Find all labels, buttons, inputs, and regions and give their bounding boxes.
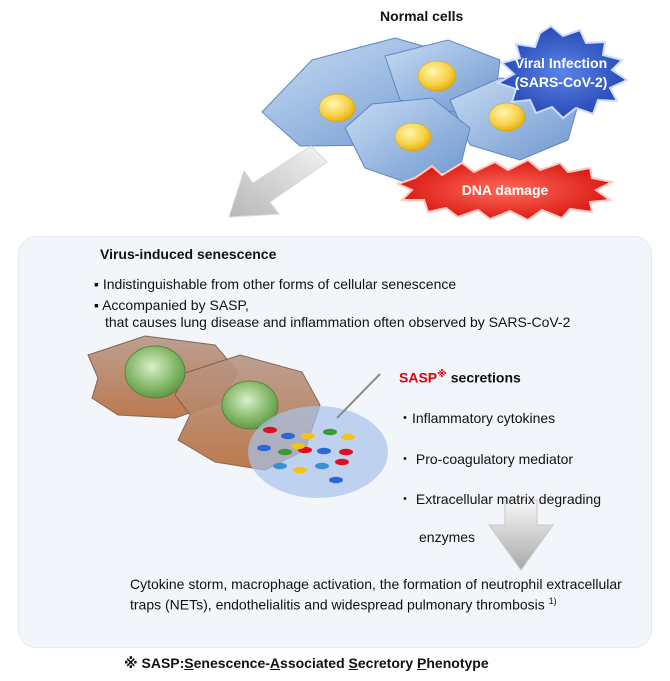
bullet-indistinguishable: ▪ Indistinguishable from other forms of … [94, 276, 456, 293]
cell-nucleus [417, 60, 457, 92]
sasp-vesicle [329, 476, 343, 484]
dna-damage-label: DNA damage [462, 182, 549, 198]
sasp-vesicle [323, 428, 337, 436]
secretion-item: ・ Extracellular matrix degrading [398, 491, 602, 507]
outcome-body: Cytokine storm, macrophage activation, t… [130, 576, 622, 613]
sasp-vesicle [301, 432, 315, 440]
bullet-marker: ▪ [94, 276, 103, 292]
cell-nucleus [318, 93, 356, 123]
transition-arrow [228, 145, 328, 218]
cell-nucleus [394, 122, 432, 152]
sasp-mark: ※ [437, 369, 447, 380]
sasp-vesicles [257, 426, 355, 484]
viral-infection-label: Viral Infection [515, 55, 607, 71]
sasp-vesicle [263, 426, 277, 434]
sasp-vesicle [278, 448, 292, 456]
footnote-word: ssociated [280, 655, 349, 671]
footnote-word: henotype [426, 655, 489, 671]
sasp-label: SASP [399, 369, 438, 386]
senescence-title: Virus-induced senescence [100, 246, 277, 262]
page-title: Normal cells [380, 8, 464, 24]
sasp-vesicle [335, 458, 349, 466]
outcome-text: Cytokine storm, macrophage activation, t… [130, 576, 630, 614]
footnote-initial: P [417, 655, 427, 671]
footnote-initial: S [184, 655, 194, 671]
sasp-vesicle [257, 444, 271, 452]
sasp-vesicle [341, 433, 355, 441]
viral-infection-sublabel: (SARS-CoV-2) [515, 74, 608, 90]
sasp-vesicle [315, 462, 329, 470]
sasp-vesicle [291, 442, 305, 450]
sasp-vesicle [317, 447, 331, 455]
reference-mark: 1) [548, 596, 557, 606]
bullet-sasp: ▪ Accompanied by SASP, [94, 297, 249, 314]
sasp-vesicle [339, 448, 353, 456]
sasp-vesicle [281, 432, 295, 440]
sasp-vesicle [273, 462, 287, 470]
footnote-word: ecretory [357, 655, 418, 671]
sasp-heading: SASP※ secretions [399, 369, 521, 386]
callout-line [336, 373, 381, 419]
footnote-prefix: ※ SASP: [124, 655, 185, 671]
secretion-item: ・Inflammatory cytokines [398, 410, 556, 426]
viral-infection-burst [495, 24, 630, 120]
footnote-initial: A [269, 655, 281, 671]
secretion-item-continued: enzymes [419, 529, 476, 545]
footnote-word: enescence- [193, 655, 270, 671]
senescent-nucleus [221, 380, 279, 430]
bullet-text: Accompanied by SASP, [102, 297, 249, 313]
cell-nucleus [488, 102, 526, 132]
secretion-item: ・ Pro-coagulatory mediator [398, 451, 574, 467]
footnote-initial: S [348, 655, 358, 671]
bullet-marker: ▪ [94, 297, 103, 313]
downward-arrow [488, 499, 554, 571]
sasp-suffix: secretions [446, 369, 521, 386]
senescent-nucleus [124, 345, 186, 399]
footnote: ※ SASP:Senescence-Associated Secretory P… [124, 655, 489, 672]
sasp-vesicle [293, 466, 307, 474]
dna-damage-burst [395, 158, 616, 222]
bullet-sasp-continued: that causes lung disease and inflammatio… [105, 314, 571, 330]
bullet-text: Indistinguishable from other forms of ce… [102, 276, 457, 292]
